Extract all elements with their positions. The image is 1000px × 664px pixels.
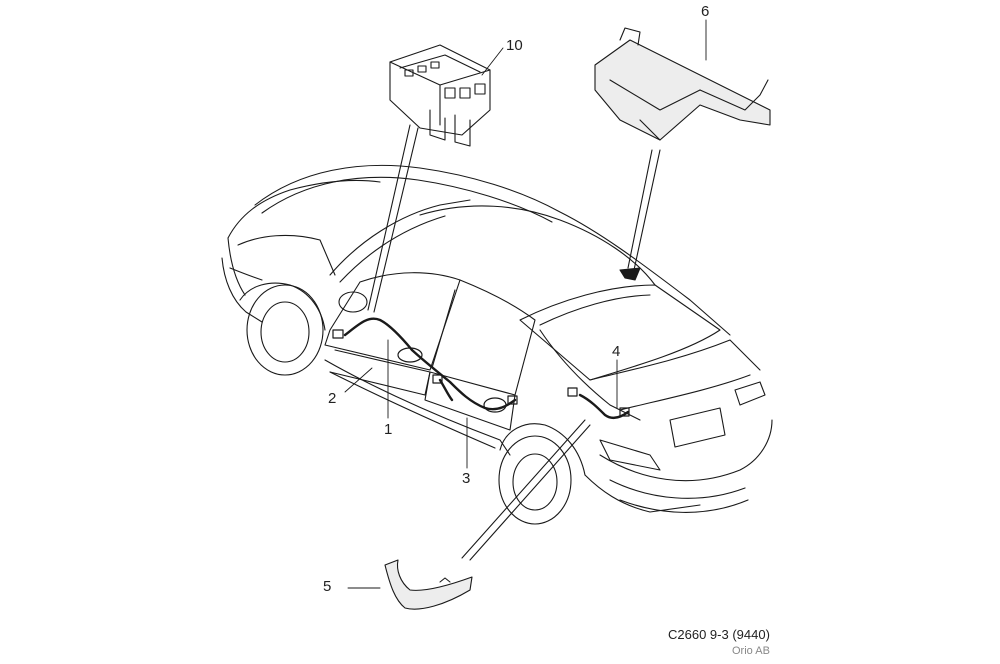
callout-5: 5	[323, 578, 332, 595]
callout-6: 6	[701, 3, 710, 20]
connector-block-detail	[367, 44, 491, 313]
callout-4: 4	[612, 343, 621, 360]
callout-10: 10	[506, 37, 523, 54]
car-body	[221, 164, 773, 525]
wiring-harness	[343, 317, 630, 420]
figure-code: C2660 9-3 (9440)	[668, 627, 770, 642]
bracket-detail	[594, 27, 771, 281]
callout-leaders	[344, 19, 707, 589]
callout-1: 1	[384, 421, 393, 438]
copyright-owner: Orio AB	[732, 645, 770, 657]
connectors	[332, 329, 630, 417]
trim-strip-detail	[384, 419, 591, 610]
callout-2: 2	[328, 390, 337, 407]
callout-3: 3	[462, 470, 471, 487]
